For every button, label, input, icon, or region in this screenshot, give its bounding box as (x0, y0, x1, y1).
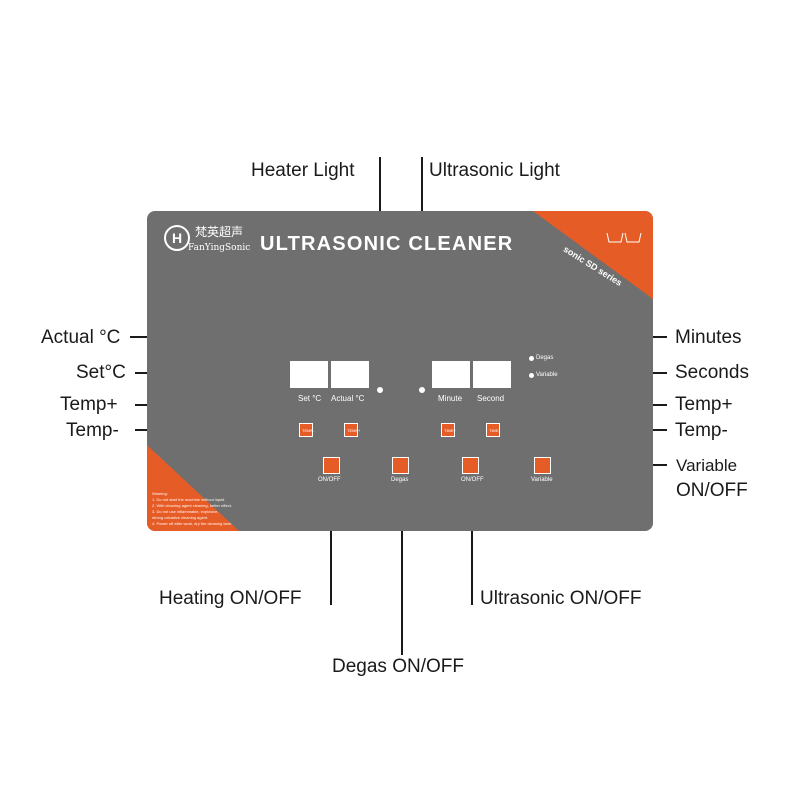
variable-button[interactable] (534, 457, 551, 474)
temp-plus-button[interactable]: TEMP+ (344, 423, 361, 437)
minute-label: Minute (438, 394, 463, 403)
callout-variable-onoff: ON/OFF (676, 480, 748, 501)
degas-indicator-label: Degas (536, 355, 554, 361)
callout-heater-light: Heater Light (251, 160, 355, 181)
warning-line: strong oxidative cleaning agent. (152, 515, 209, 520)
set-temp-display (290, 361, 328, 388)
time-plus-icon: TIME+ (444, 428, 456, 433)
callout-heating-onoff: Heating ON/OFF (159, 588, 302, 609)
callout-temp-plus-right: Temp+ (675, 394, 733, 415)
warning-line: 3. Do not use inflammable, explosive, (152, 509, 219, 514)
temp-minus-icon: TEMP- (302, 428, 315, 433)
degas-indicator (529, 356, 534, 361)
bottom-left-accent (147, 445, 239, 531)
second-display (473, 361, 511, 388)
callout-variable: Variable (676, 456, 738, 475)
warning-line: 4. Power off after work, dry the cleanin… (152, 521, 233, 526)
degas-button[interactable] (392, 457, 409, 474)
time-minus-button[interactable]: TIME- (486, 423, 500, 437)
warning-line: 2. With cleaning agent cleaning, better … (152, 503, 232, 508)
callout-temp-minus-left: Temp- (66, 420, 119, 441)
callout-temp-plus-left: Temp+ (60, 394, 118, 415)
heating-onoff-button[interactable] (323, 457, 340, 474)
heater-light-indicator (377, 387, 383, 393)
second-label: Second (477, 394, 505, 403)
ultrasonic-onoff-label: ON/OFF (461, 477, 484, 483)
warning-title: Warning: (152, 491, 168, 496)
panel-decoration (147, 211, 653, 531)
callout-ultrasonic-light: Ultrasonic Light (429, 160, 560, 181)
brand-logo-icon: H (164, 225, 190, 251)
wash-symbols-icon (606, 232, 642, 243)
set-c-label: Set °C (298, 394, 322, 403)
variable-indicator (529, 373, 534, 378)
temp-plus-icon: TEMP+ (347, 428, 361, 433)
callout-ultrasonic-onoff: Ultrasonic ON/OFF (480, 588, 642, 609)
actual-temp-display (331, 361, 369, 388)
time-plus-button[interactable]: TIME+ (441, 423, 456, 437)
callout-temp-minus-right: Temp- (675, 420, 728, 441)
callout-seconds: Seconds (675, 362, 749, 383)
callout-degas-onoff: Degas ON/OFF (332, 656, 464, 677)
ultrasonic-light-indicator (419, 387, 425, 393)
temp-minus-button[interactable]: TEMP- (299, 423, 315, 437)
brand-name-cn: 梵英超声 (195, 225, 244, 239)
actual-c-label: Actual °C (331, 394, 365, 403)
warning-line: 1. Do not start the machine without liqu… (152, 497, 226, 502)
time-minus-icon: TIME- (489, 428, 500, 433)
variable-label: Variable (531, 477, 553, 483)
callout-actual-c: Actual °C (41, 327, 121, 348)
brand-name-en: FanYingSonic (188, 243, 251, 253)
callout-minutes: Minutes (675, 327, 742, 348)
ultrasonic-onoff-button[interactable] (462, 457, 479, 474)
panel-title: ULTRASONIC CLEANER (260, 233, 514, 255)
control-panel: H 梵英超声 FanYingSonic ULTRASONIC CLEANER s… (147, 211, 653, 531)
top-right-accent (533, 211, 653, 299)
heating-onoff-label: ON/OFF (318, 477, 341, 483)
variable-indicator-label: Variable (536, 372, 558, 378)
callout-set-c: Set°C (76, 362, 126, 383)
warning-text: Warning: 1. Do not start the machine wit… (152, 491, 237, 527)
degas-label: Degas (391, 477, 409, 483)
minute-display (432, 361, 470, 388)
